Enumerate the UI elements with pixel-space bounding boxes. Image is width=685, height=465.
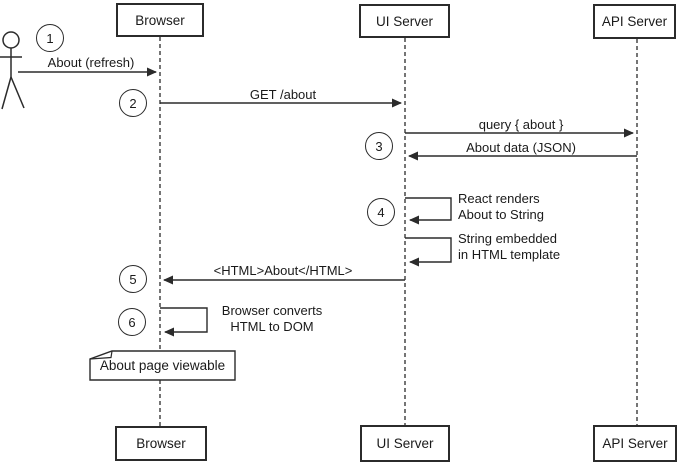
label-line: HTML to DOM bbox=[230, 319, 314, 334]
step-circle-1: 1 bbox=[36, 24, 64, 52]
step-number: 5 bbox=[129, 271, 137, 287]
participant-label: Browser bbox=[135, 12, 185, 28]
step-number: 3 bbox=[375, 138, 383, 154]
step-circle-5: 5 bbox=[119, 265, 147, 293]
note-shape bbox=[89, 350, 236, 381]
participant-ui-server-top: UI Server bbox=[359, 4, 450, 38]
self-arrow-browser-converts bbox=[160, 307, 208, 337]
message-label-react-renders: React renders About to String bbox=[458, 191, 544, 223]
label-line: Browser converts bbox=[221, 303, 323, 318]
message-label-query-about: query { about } bbox=[478, 117, 564, 132]
message-label-about-data-json: About data (JSON) bbox=[466, 140, 576, 155]
participant-browser-bottom: Browser bbox=[115, 426, 207, 461]
label-line: String embedded bbox=[458, 231, 558, 246]
user-actor-icon bbox=[0, 31, 25, 110]
label-line: in HTML template bbox=[458, 247, 561, 262]
participant-browser-top: Browser bbox=[116, 3, 204, 37]
step-circle-6: 6 bbox=[118, 308, 146, 336]
participant-label: UI Server bbox=[375, 13, 433, 29]
participant-api-server-top: API Server bbox=[593, 4, 676, 39]
self-arrow-react-renders bbox=[405, 197, 452, 225]
step-number: 1 bbox=[46, 30, 54, 46]
message-label-html-about: <HTML>About</HTML> bbox=[213, 263, 353, 278]
participant-label: API Server bbox=[601, 14, 668, 29]
message-label-get-about: GET /about bbox=[249, 87, 317, 102]
message-label-string-embedded: String embedded in HTML template bbox=[458, 231, 560, 263]
participant-label: UI Server bbox=[376, 436, 434, 451]
step-circle-2: 2 bbox=[119, 89, 147, 117]
participant-label: Browser bbox=[136, 436, 186, 451]
label-line: React renders bbox=[458, 191, 540, 206]
step-number: 2 bbox=[129, 95, 137, 111]
step-number: 4 bbox=[377, 204, 385, 220]
participant-api-server-bottom: API Server bbox=[593, 425, 677, 462]
self-arrow-string-embedded bbox=[405, 237, 452, 267]
step-number: 6 bbox=[128, 314, 136, 330]
label-line: About to String bbox=[458, 207, 544, 222]
message-label-about-refresh: About (refresh) bbox=[47, 55, 135, 70]
message-label-browser-converts: Browser converts HTML to DOM bbox=[222, 303, 322, 335]
note-about-page-viewable: About page viewable bbox=[99, 358, 226, 373]
step-circle-4: 4 bbox=[367, 198, 395, 226]
participant-ui-server-bottom: UI Server bbox=[360, 425, 450, 462]
participant-label: API Server bbox=[602, 436, 668, 451]
step-circle-3: 3 bbox=[365, 132, 393, 160]
